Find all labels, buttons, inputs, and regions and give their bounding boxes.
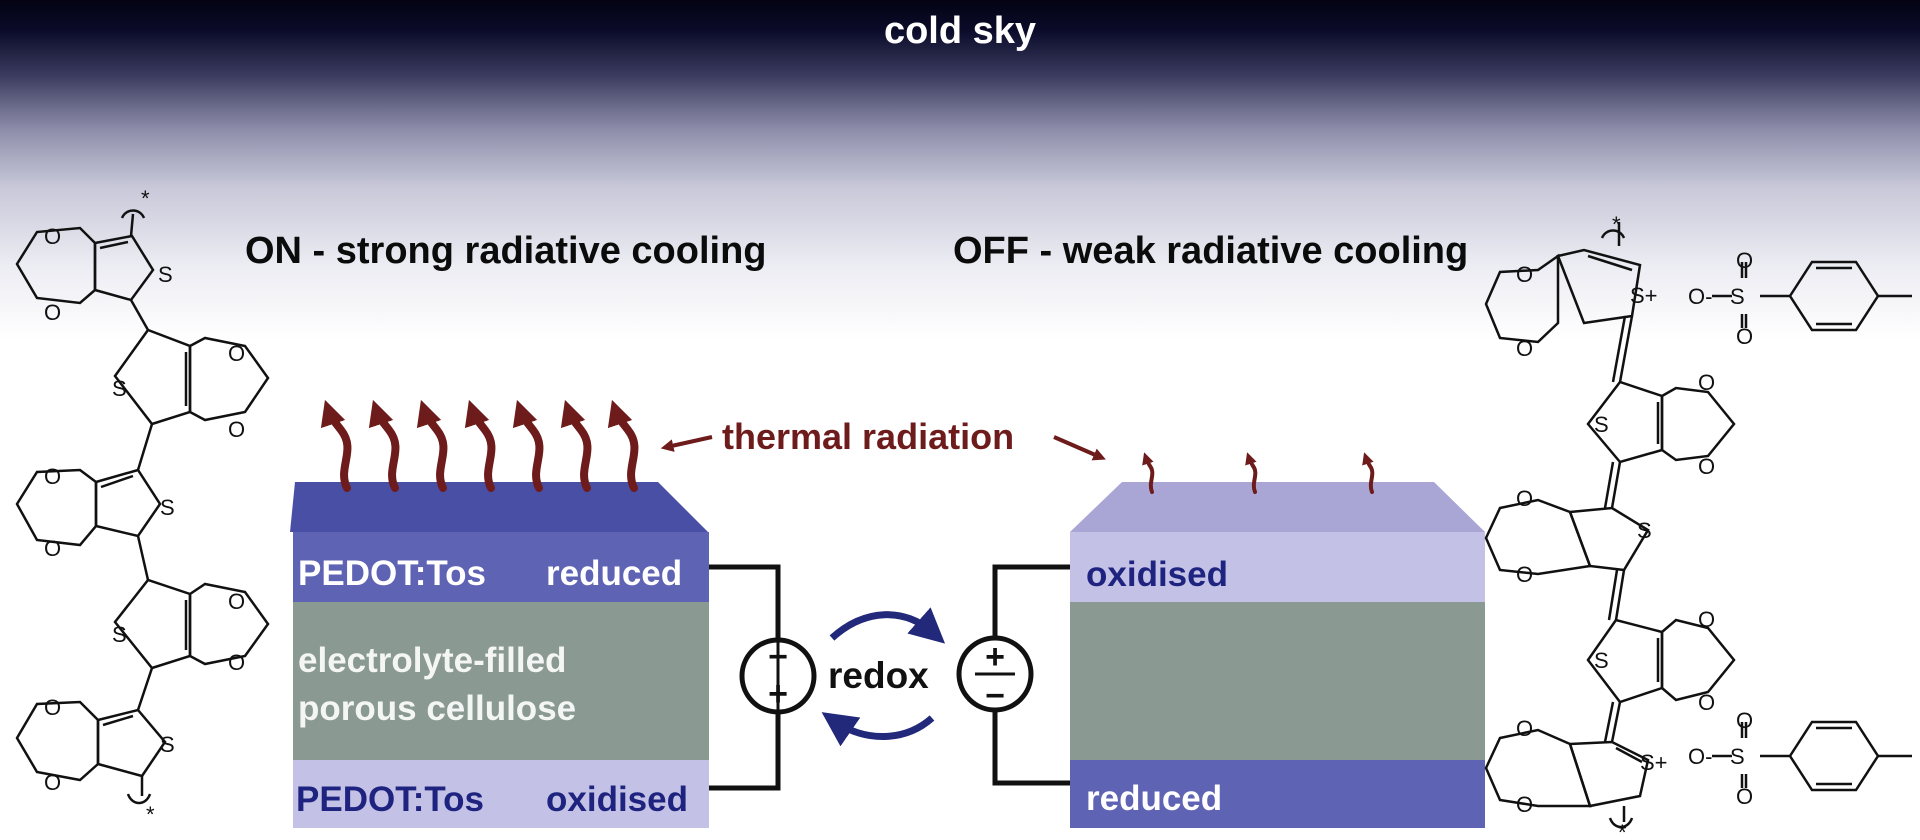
svg-text:O: O: [1698, 370, 1715, 395]
svg-text:S: S: [112, 622, 127, 647]
redox-label: redox: [828, 655, 929, 696]
on-top-layer-state: reduced: [546, 554, 683, 593]
on-state-heading: ON - strong radiative cooling: [245, 230, 767, 272]
svg-text:O: O: [228, 589, 245, 614]
pedot-tos-structure: [1484, 222, 1912, 829]
on-electrolyte-label-line2: porous cellulose: [298, 689, 577, 728]
thermal-radiation-label: thermal radiation: [722, 416, 1015, 457]
svg-text:O-: O-: [1688, 744, 1712, 769]
svg-text:O: O: [44, 770, 61, 795]
svg-text:O: O: [44, 300, 61, 325]
svg-text:*: *: [1618, 820, 1627, 840]
off-state-heading: OFF - weak radiative cooling: [953, 230, 1469, 272]
strong-radiation-arrows-icon: [320, 399, 639, 492]
svg-text:O: O: [44, 224, 61, 249]
on-top-face: [295, 482, 708, 532]
svg-text:O: O: [228, 417, 245, 442]
svg-text:*: *: [1612, 212, 1621, 237]
off-oxidised-layer: [1070, 532, 1485, 602]
pedot-tos-atom-labels: S+ S+ S S S S S O O O O O O O O O O O O …: [1516, 212, 1753, 840]
off-bottom-layer-state: reduced: [1086, 779, 1223, 818]
svg-text:S: S: [112, 376, 127, 401]
svg-text:O: O: [1698, 607, 1715, 632]
svg-text:O: O: [1516, 792, 1533, 817]
off-battery-bottom-sign: −: [985, 677, 1005, 715]
svg-text:S: S: [160, 495, 175, 520]
on-oxidised-layer: [293, 760, 709, 828]
svg-text:S+: S+: [1640, 750, 1668, 775]
svg-text:O-: O-: [1688, 284, 1712, 309]
svg-text:O: O: [44, 464, 61, 489]
svg-text:*: *: [146, 802, 155, 827]
svg-text:O: O: [1516, 336, 1533, 361]
on-bottom-layer-state: oxidised: [546, 780, 688, 819]
svg-text:S+: S+: [1630, 283, 1658, 308]
thermal-radiation-pointer-arrows: [660, 435, 1106, 461]
sky-title: cold sky: [883, 10, 1037, 52]
on-circuit-wires: [709, 564, 781, 791]
svg-text:S: S: [1594, 648, 1609, 673]
off-device: [1070, 482, 1485, 828]
off-top-layer-state: oxidised: [1086, 555, 1228, 594]
svg-text:*: *: [141, 186, 150, 211]
off-circuit-wires: [992, 564, 1070, 786]
pedot-neutral-atom-labels: S S S S S O O O O O O O O O O * *: [44, 186, 245, 827]
svg-text:O: O: [1698, 454, 1715, 479]
svg-text:O: O: [228, 341, 245, 366]
svg-text:O: O: [1736, 248, 1753, 273]
pedot-neutral-structure: [15, 209, 270, 805]
off-battery-icon: + −: [956, 635, 1034, 715]
svg-text:S: S: [160, 732, 175, 757]
off-reduced-layer: [1070, 760, 1485, 828]
on-battery-icon: − +: [739, 637, 817, 715]
svg-text:O: O: [1516, 716, 1533, 741]
on-reduced-layer: [293, 532, 709, 602]
on-battery-bottom-sign: +: [768, 675, 788, 713]
svg-text:O: O: [1736, 784, 1753, 809]
off-electrolyte-layer: [1070, 602, 1485, 760]
svg-text:S: S: [158, 262, 173, 287]
on-electrolyte-layer: [293, 602, 709, 760]
cold-sky-background: [0, 0, 1920, 340]
on-bottom-layer-name: PEDOT:Tos: [296, 780, 484, 819]
svg-text:S: S: [1730, 744, 1745, 769]
svg-text:O: O: [1516, 486, 1533, 511]
svg-text:O: O: [228, 650, 245, 675]
off-battery-top-sign: +: [985, 638, 1005, 676]
svg-text:O: O: [1698, 690, 1715, 715]
weak-radiation-arrows-icon: [1142, 452, 1375, 494]
svg-text:S: S: [1730, 284, 1745, 309]
svg-text:O: O: [1516, 262, 1533, 287]
off-top-face: [1070, 482, 1485, 532]
on-electrolyte-label-line1: electrolyte-filled: [298, 641, 567, 680]
svg-text:O: O: [1516, 562, 1533, 587]
svg-text:S: S: [1637, 518, 1652, 543]
svg-text:S: S: [1594, 412, 1609, 437]
svg-text:O: O: [44, 536, 61, 561]
redox-arrow-forward-icon: [829, 607, 946, 644]
svg-text:O: O: [1736, 708, 1753, 733]
on-battery-top-sign: −: [768, 638, 788, 676]
on-top-layer-name: PEDOT:Tos: [298, 554, 486, 593]
svg-text:O: O: [44, 695, 61, 720]
on-device: [290, 482, 709, 828]
svg-text:O: O: [1736, 324, 1753, 349]
redox-arrow-reverse-icon: [821, 712, 935, 747]
